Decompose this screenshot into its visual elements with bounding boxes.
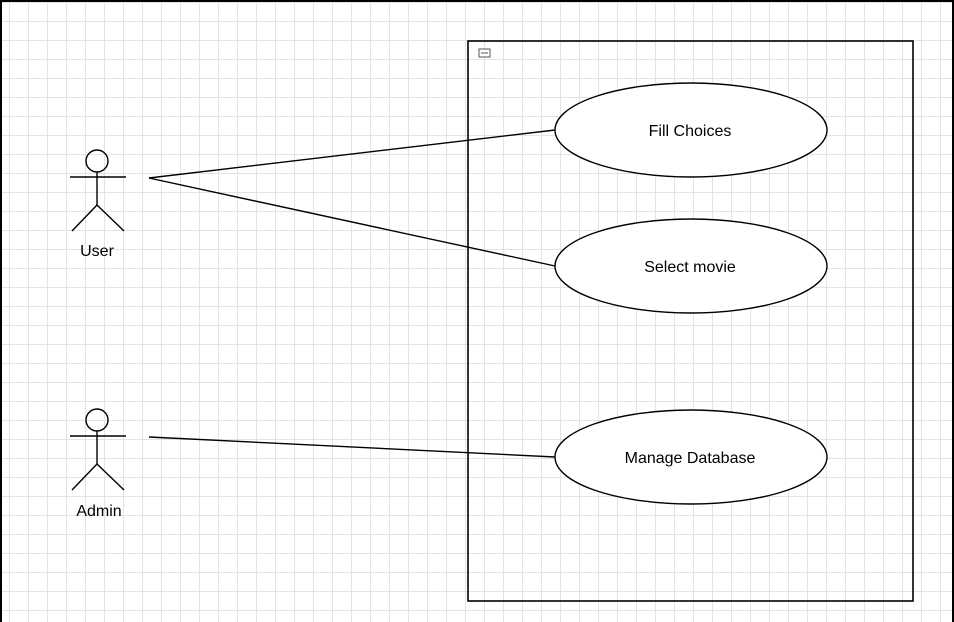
actor-user-head [85,149,109,173]
actor-user[interactable]: User [70,149,126,260]
use-case-fill-choices-label: Fill Choices [649,123,732,140]
actor-user-label: User [80,243,114,260]
actor-admin-right-leg [96,463,125,491]
actor-admin-left-leg [71,463,98,491]
actor-admin[interactable]: Admin [70,408,126,520]
association-user-fill-choices[interactable] [148,129,556,179]
use-case-select-movie-shape [554,218,828,314]
actor-admin-label: Admin [76,503,121,520]
use-case-fill-choices-shape [554,82,828,178]
use-case-manage-database[interactable]: Manage Database [554,409,828,505]
system-boundary[interactable] [467,40,914,602]
use-case-select-movie[interactable]: Select movie [554,218,828,314]
actor-user-right-leg [96,204,125,232]
actor-admin-head [85,408,109,432]
use-case-fill-choices[interactable]: Fill Choices [554,82,828,178]
actor-user-left-leg [71,204,98,232]
use-case-manage-database-label: Manage Database [625,450,756,467]
collapse-icon[interactable] [478,48,491,58]
association-admin-manage-database[interactable] [148,436,556,458]
use-case-manage-database-shape [554,409,828,505]
use-case-select-movie-label: Select movie [644,259,736,276]
association-user-select-movie[interactable] [148,177,556,267]
